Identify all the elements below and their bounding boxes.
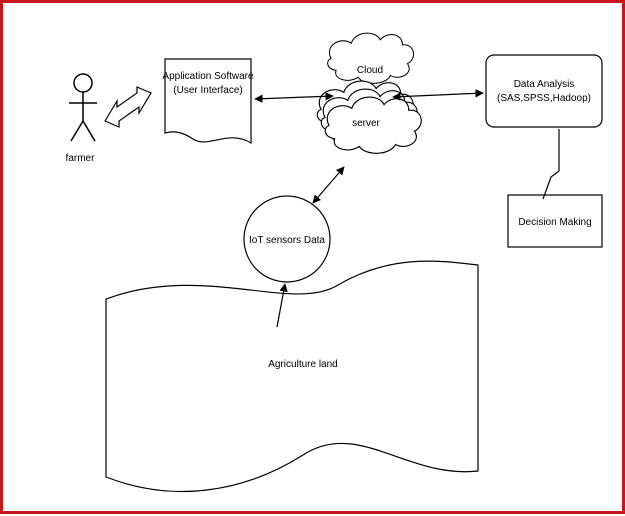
data-analysis-title: Data Analysis bbox=[514, 79, 575, 90]
iot-agriculture-diagram: farmer Application Software (User Interf… bbox=[66, 32, 603, 493]
server-label: server bbox=[352, 118, 380, 129]
application-software-node bbox=[164, 58, 252, 145]
server-analysis-connector bbox=[392, 89, 484, 101]
cloud-node bbox=[316, 32, 422, 154]
iot-sensors-node bbox=[243, 195, 331, 283]
agriculture-land-label: Agriculture land bbox=[268, 359, 337, 370]
data-analysis-subtitle: (SAS,SPSS,Hadoop) bbox=[497, 93, 591, 104]
application-software-subtitle: (User Interface) bbox=[173, 85, 242, 96]
data-analysis-node bbox=[485, 54, 603, 128]
application-software-title: Application Software bbox=[162, 71, 254, 82]
land-iot-connector bbox=[276, 283, 288, 328]
farmer-label: farmer bbox=[66, 153, 96, 164]
app-server-connector bbox=[254, 92, 334, 103]
decision-making-label: Decision Making bbox=[518, 217, 591, 228]
farmer-actor-icon bbox=[69, 73, 97, 142]
agriculture-land-node bbox=[105, 260, 479, 493]
server-iot-connector bbox=[312, 166, 345, 204]
decision-making-node bbox=[507, 194, 603, 248]
analysis-decision-connector bbox=[542, 129, 560, 200]
iot-sensors-label: IoT sensors Data bbox=[249, 235, 325, 246]
double-arrow-icon bbox=[104, 86, 152, 128]
cloud-label: Cloud bbox=[357, 65, 383, 76]
